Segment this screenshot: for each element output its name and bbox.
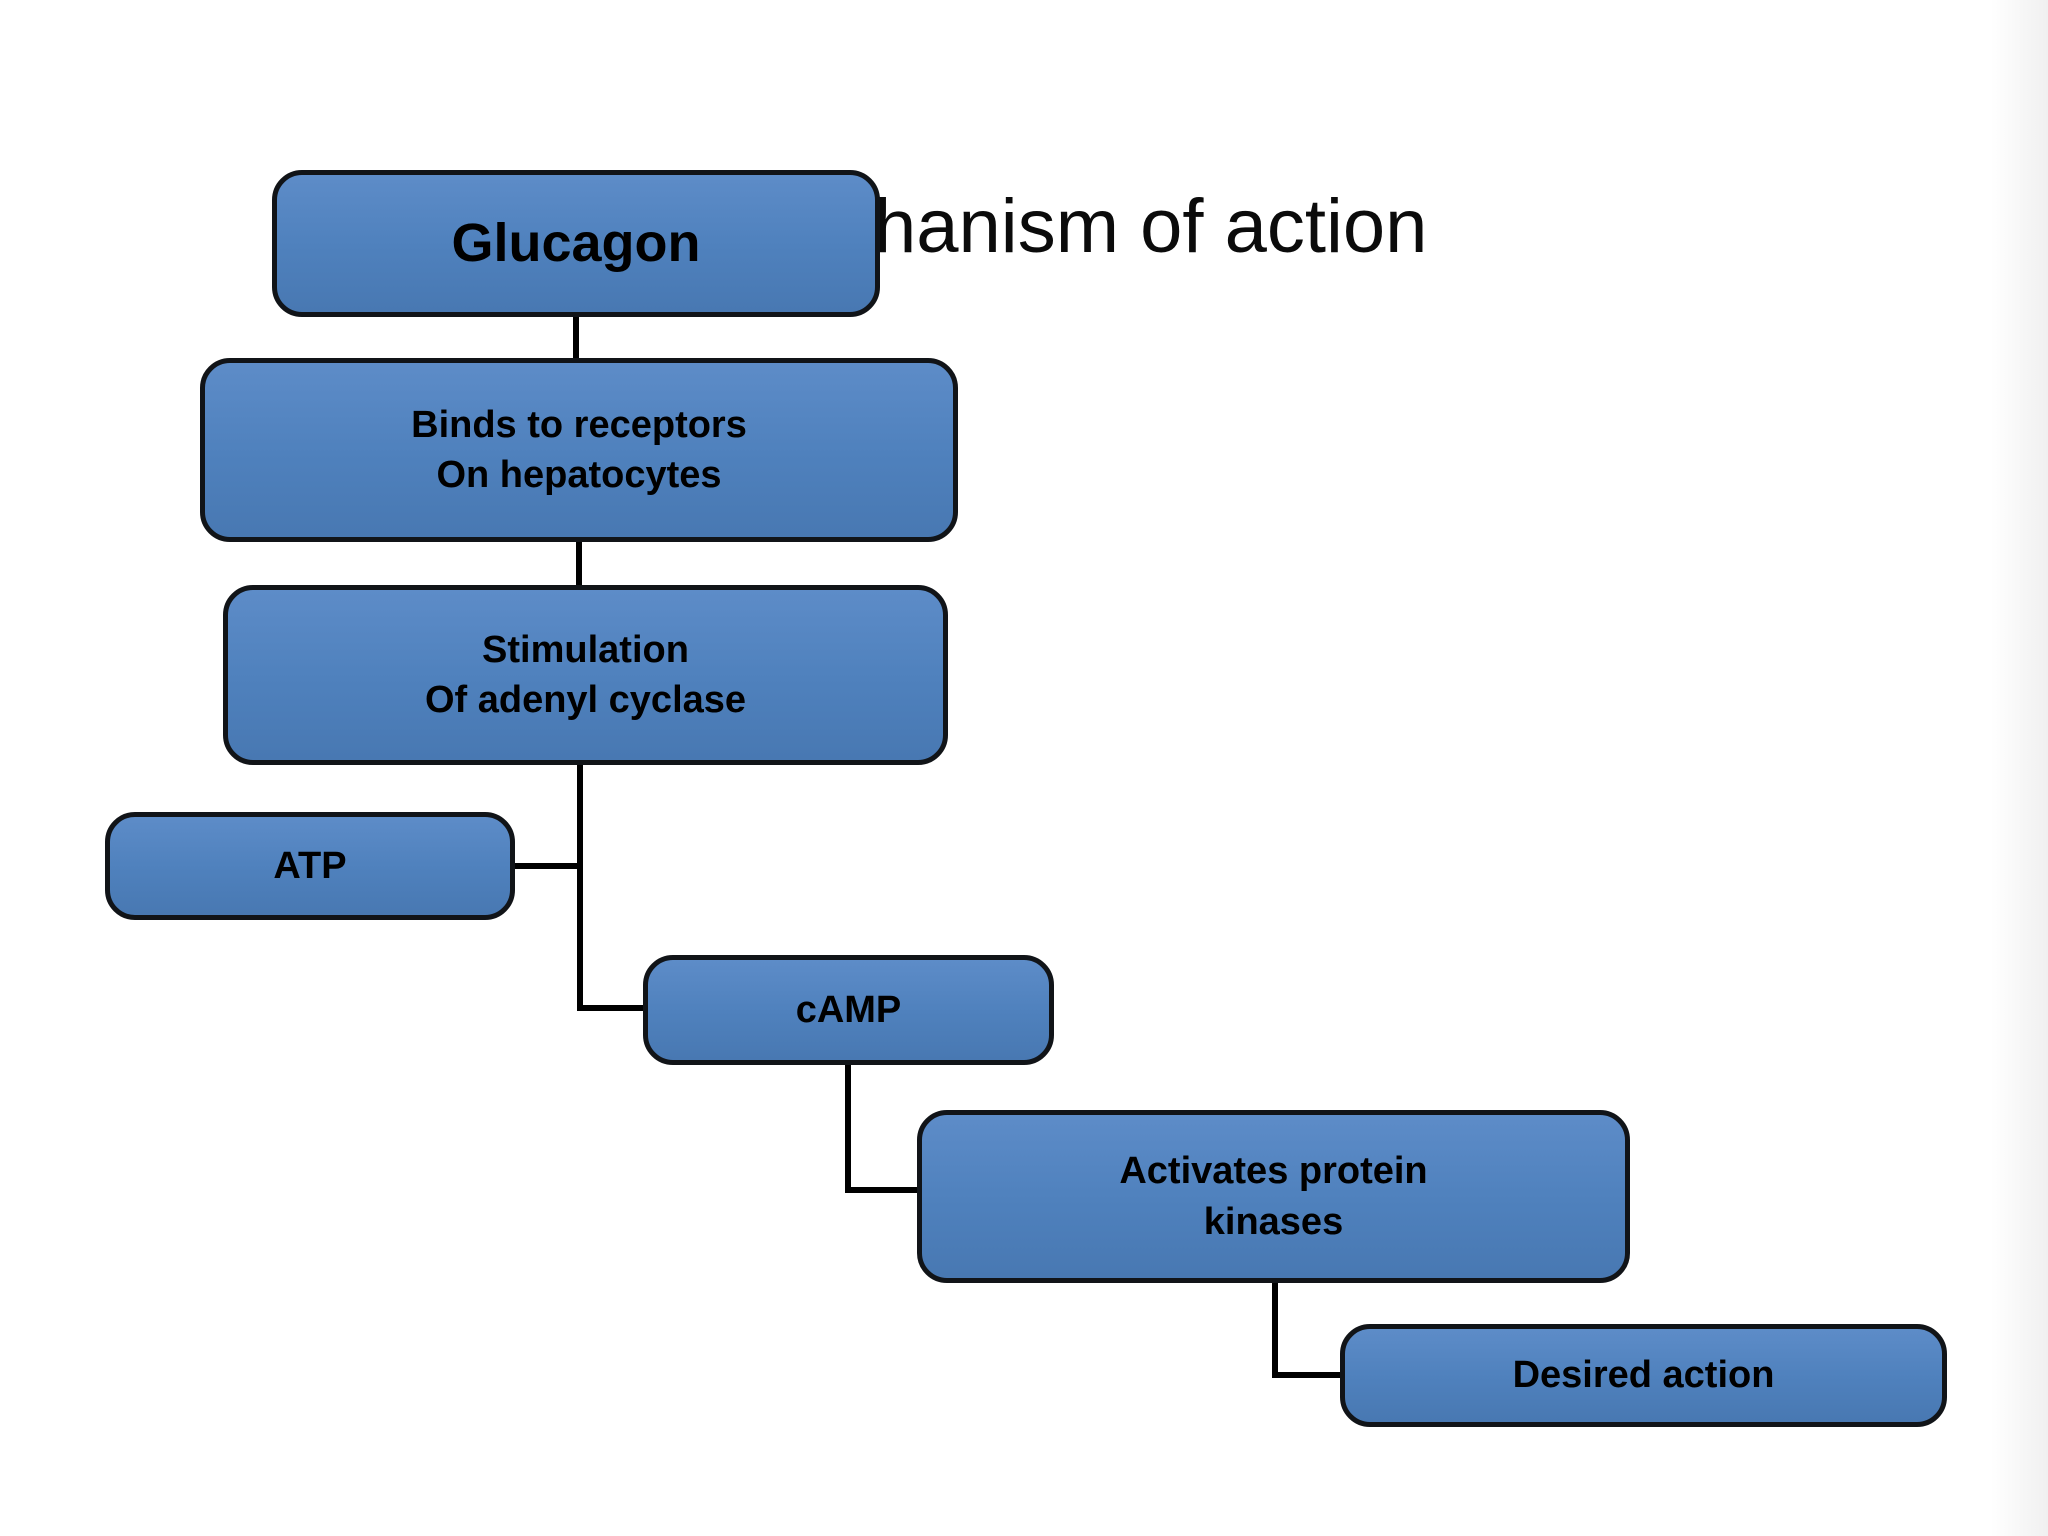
connector-stimulation-trunk xyxy=(577,765,583,1011)
node-binds-line-2: On hepatocytes xyxy=(436,454,722,496)
connector-glucagon-to-binds xyxy=(573,317,579,358)
connector-camp-to-activates xyxy=(845,1187,917,1193)
node-atp: ATP xyxy=(105,812,515,920)
node-activates-line-1: Activates protein xyxy=(1119,1150,1428,1193)
connector-activates-to-desired xyxy=(1272,1372,1340,1378)
node-activates-line-2: kinases xyxy=(1203,1200,1344,1243)
node-atp-label: ATP xyxy=(273,844,347,887)
connector-binds-to-stimulation xyxy=(576,542,582,585)
connector-activates-down xyxy=(1272,1283,1278,1378)
node-desired-action: Desired action xyxy=(1340,1324,1947,1427)
node-camp: cAMP xyxy=(643,955,1054,1065)
node-glucagon-label: Glucagon xyxy=(451,212,701,273)
slide-title: hanism of action xyxy=(874,184,1428,269)
node-stim-line-2: Of adenyl cyclase xyxy=(424,679,747,721)
node-desired-label: Desired action xyxy=(1512,1354,1775,1397)
node-binds-line-1: Binds to receptors xyxy=(411,403,747,446)
connector-trunk-to-camp xyxy=(577,1005,643,1011)
connector-camp-down xyxy=(845,1065,851,1193)
connector-atp-branch xyxy=(515,863,583,869)
node-camp-label: cAMP xyxy=(795,988,902,1031)
node-stim-line-1: Stimulation xyxy=(482,628,689,671)
node-binds-to-receptors: Binds to receptors On hepatocytes xyxy=(200,358,958,542)
right-edge-shading xyxy=(1990,0,2048,1536)
node-stimulation-adenyl-cyclase: Stimulation Of adenyl cyclase xyxy=(223,585,948,765)
node-glucagon: Glucagon xyxy=(272,170,880,317)
node-activates-protein-kinases: Activates protein kinases xyxy=(917,1110,1630,1283)
